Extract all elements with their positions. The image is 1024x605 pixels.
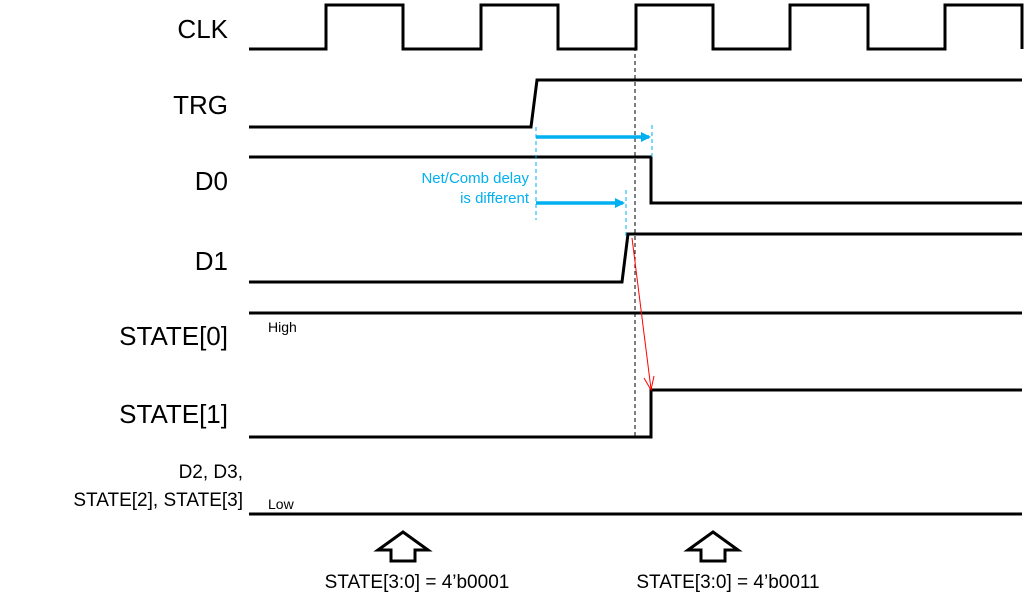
causal-arrow-head bbox=[643, 375, 655, 392]
clk-label: CLK bbox=[177, 14, 228, 44]
high-level-note: High bbox=[268, 319, 297, 335]
delay-annotation-line2: is different bbox=[460, 190, 530, 207]
clk-waveform bbox=[249, 3, 1024, 51]
delay-annotation-line1: Net/Comb delay bbox=[421, 170, 529, 187]
trg-waveform bbox=[249, 78, 1022, 129]
state0-label: STATE[0] bbox=[119, 321, 228, 351]
state1-waveform bbox=[249, 388, 1022, 439]
d0-waveform bbox=[249, 155, 1022, 205]
others-label-line2: STATE[2], STATE[3] bbox=[73, 490, 243, 511]
state-marker-arrow-1 bbox=[373, 530, 433, 563]
state-value-2: STATE[3:0] = 4’b0011 bbox=[636, 572, 819, 593]
state-value-1: STATE[3:0] = 4’b0001 bbox=[325, 572, 510, 593]
d0-label: D0 bbox=[195, 166, 228, 196]
state1-label: STATE[1] bbox=[119, 399, 228, 429]
low-level-note: Low bbox=[268, 496, 295, 512]
trg-label: TRG bbox=[173, 90, 228, 120]
state-marker-arrow-2 bbox=[683, 530, 743, 563]
d1-label: D1 bbox=[195, 246, 228, 276]
others-label-line1: D2, D3, bbox=[179, 462, 243, 483]
causal-arrow bbox=[631, 237, 652, 390]
d1-waveform bbox=[249, 232, 1022, 284]
